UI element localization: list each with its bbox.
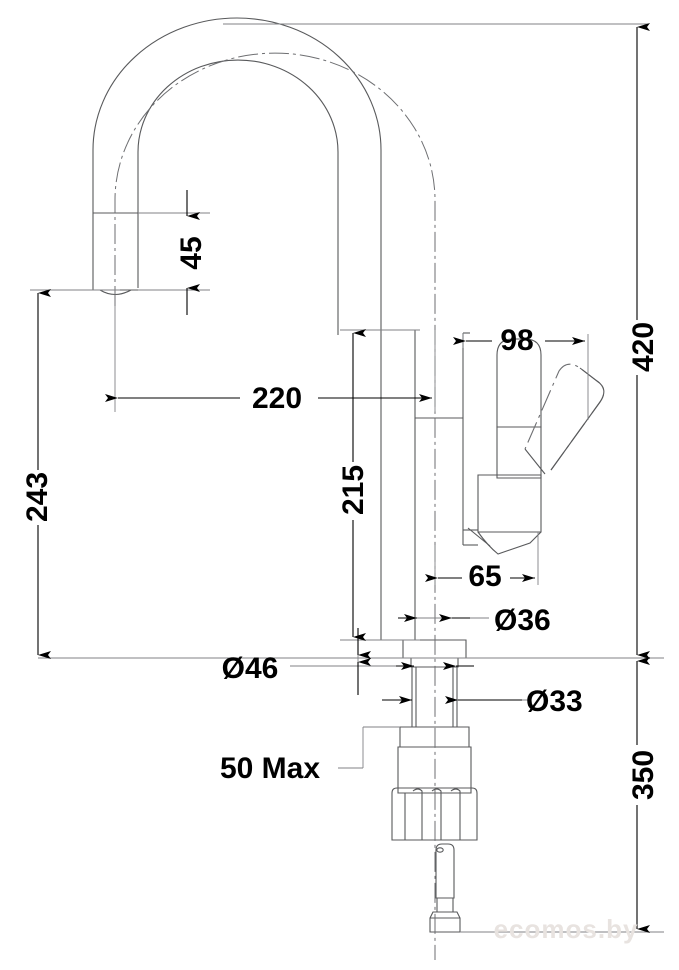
centerlines [114,52,436,960]
connector-neck [436,898,454,913]
dimension-label-220: 220 [252,382,302,415]
dimension-label-65: 65 [468,560,501,593]
dimension-label-420: 420 [627,322,660,372]
dimension-label-dia46: Ø46 [222,652,279,685]
connector-eyelet [436,847,444,853]
dimension-label-243: 243 [21,472,54,522]
lever-upper-body [496,338,542,428]
knurled-nut [391,787,478,841]
lever-alternate-position-solid-edge [524,367,605,475]
lever-base-bevel [477,531,542,555]
nut-body [397,746,472,794]
lever-stem [496,426,542,479]
lever-bevel-edge-left [467,527,491,547]
dimension-labels: 45 220 243 215 98 65 420 350 Ø36 Ø46 Ø33… [21,236,660,800]
faucet-centerline [114,52,436,960]
dimension-label-50max: 50 Max [220,752,320,785]
mounting-nut-assembly [391,726,478,841]
dimension-label-45: 45 [175,236,208,269]
knurl-rib-3 [431,788,442,840]
dimension-label-98: 98 [500,324,533,357]
spout-outer-profile [92,17,382,640]
lever-alternate-position [524,363,605,471]
dimension-label-215: 215 [337,465,370,515]
lever-collar [477,474,542,533]
dimension-label-dia33: Ø33 [526,685,583,718]
dimension-lines [37,23,650,933]
site-watermark: ecomos.by [494,914,639,944]
connector-rod [435,843,455,899]
faucet-body-outline [92,17,542,640]
knurl-rib-4 [450,788,461,840]
spout-inner-profile [137,59,339,335]
dimension-label-dia36: Ø36 [494,604,551,637]
dimension-label-350: 350 [627,750,660,800]
knurl-rib-2 [412,788,423,840]
